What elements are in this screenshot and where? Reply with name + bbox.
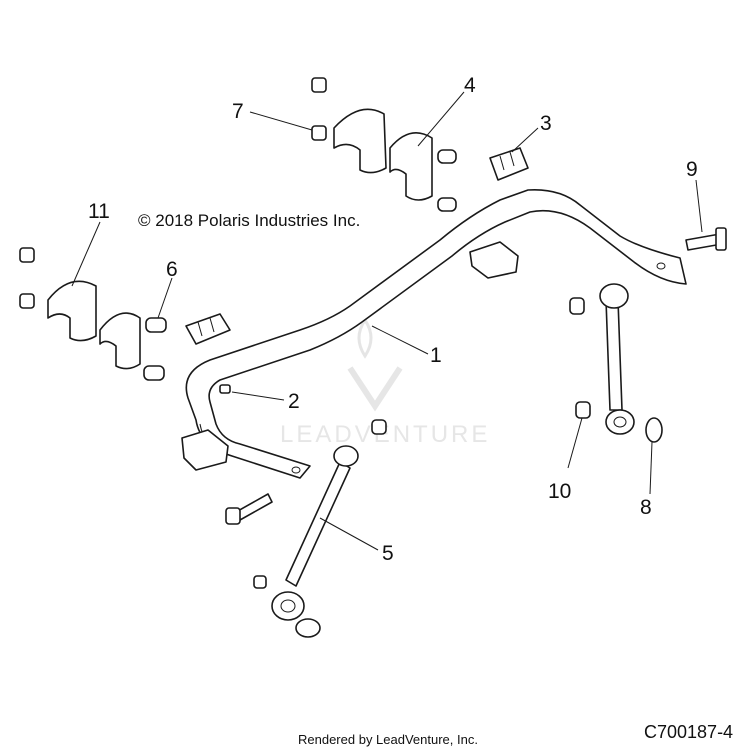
callout-1: 1	[430, 344, 442, 367]
footer-diagram-code: C700187-4	[644, 722, 733, 742]
stabilizer-link-left[interactable]	[253, 419, 387, 638]
callout-9: 9	[686, 158, 698, 181]
bar-nut[interactable]	[219, 384, 231, 394]
stabilizer-link-right[interactable]	[569, 283, 635, 435]
bolt-4a[interactable]	[437, 149, 457, 164]
watermark-logo	[347, 317, 403, 412]
callout-11: 11	[88, 200, 110, 223]
bracket-left-2[interactable]	[99, 312, 141, 370]
callout-10: 10	[548, 480, 571, 503]
callout-6: 6	[166, 258, 178, 281]
bracket-upper-1[interactable]	[333, 108, 387, 174]
bolt-6a[interactable]	[145, 317, 167, 333]
nut-7b[interactable]	[311, 125, 327, 141]
callout-5: 5	[382, 542, 394, 565]
callout-8: 8	[640, 496, 652, 519]
copyright-notice: © 2018 Polaris Industries Inc.	[138, 211, 360, 230]
callout-2: 2	[288, 390, 300, 413]
nut-11b[interactable]	[19, 293, 35, 309]
bracket-left-1[interactable]	[47, 280, 97, 342]
bushing-lower-left[interactable]	[181, 429, 229, 471]
long-bolt-left[interactable]	[225, 493, 273, 525]
bushing-mid-right[interactable]	[469, 241, 519, 279]
callout-4: 4	[464, 74, 476, 97]
long-bolt-right[interactable]	[685, 227, 727, 251]
footer-rendered-by: Rendered by LeadVenture, Inc.	[298, 732, 478, 747]
washer[interactable]	[645, 417, 663, 443]
callout-3: 3	[540, 112, 552, 135]
bracket-upper-2[interactable]	[389, 132, 433, 201]
nut-7a[interactable]	[311, 77, 327, 93]
spacer[interactable]	[575, 401, 591, 419]
callout-7: 7	[232, 100, 244, 123]
bolt-4b[interactable]	[437, 197, 457, 212]
bushing-upper-right[interactable]	[489, 147, 529, 181]
nut-11a[interactable]	[19, 247, 35, 263]
bolt-6b[interactable]	[143, 365, 165, 381]
bushing-mid-left[interactable]	[185, 313, 231, 345]
